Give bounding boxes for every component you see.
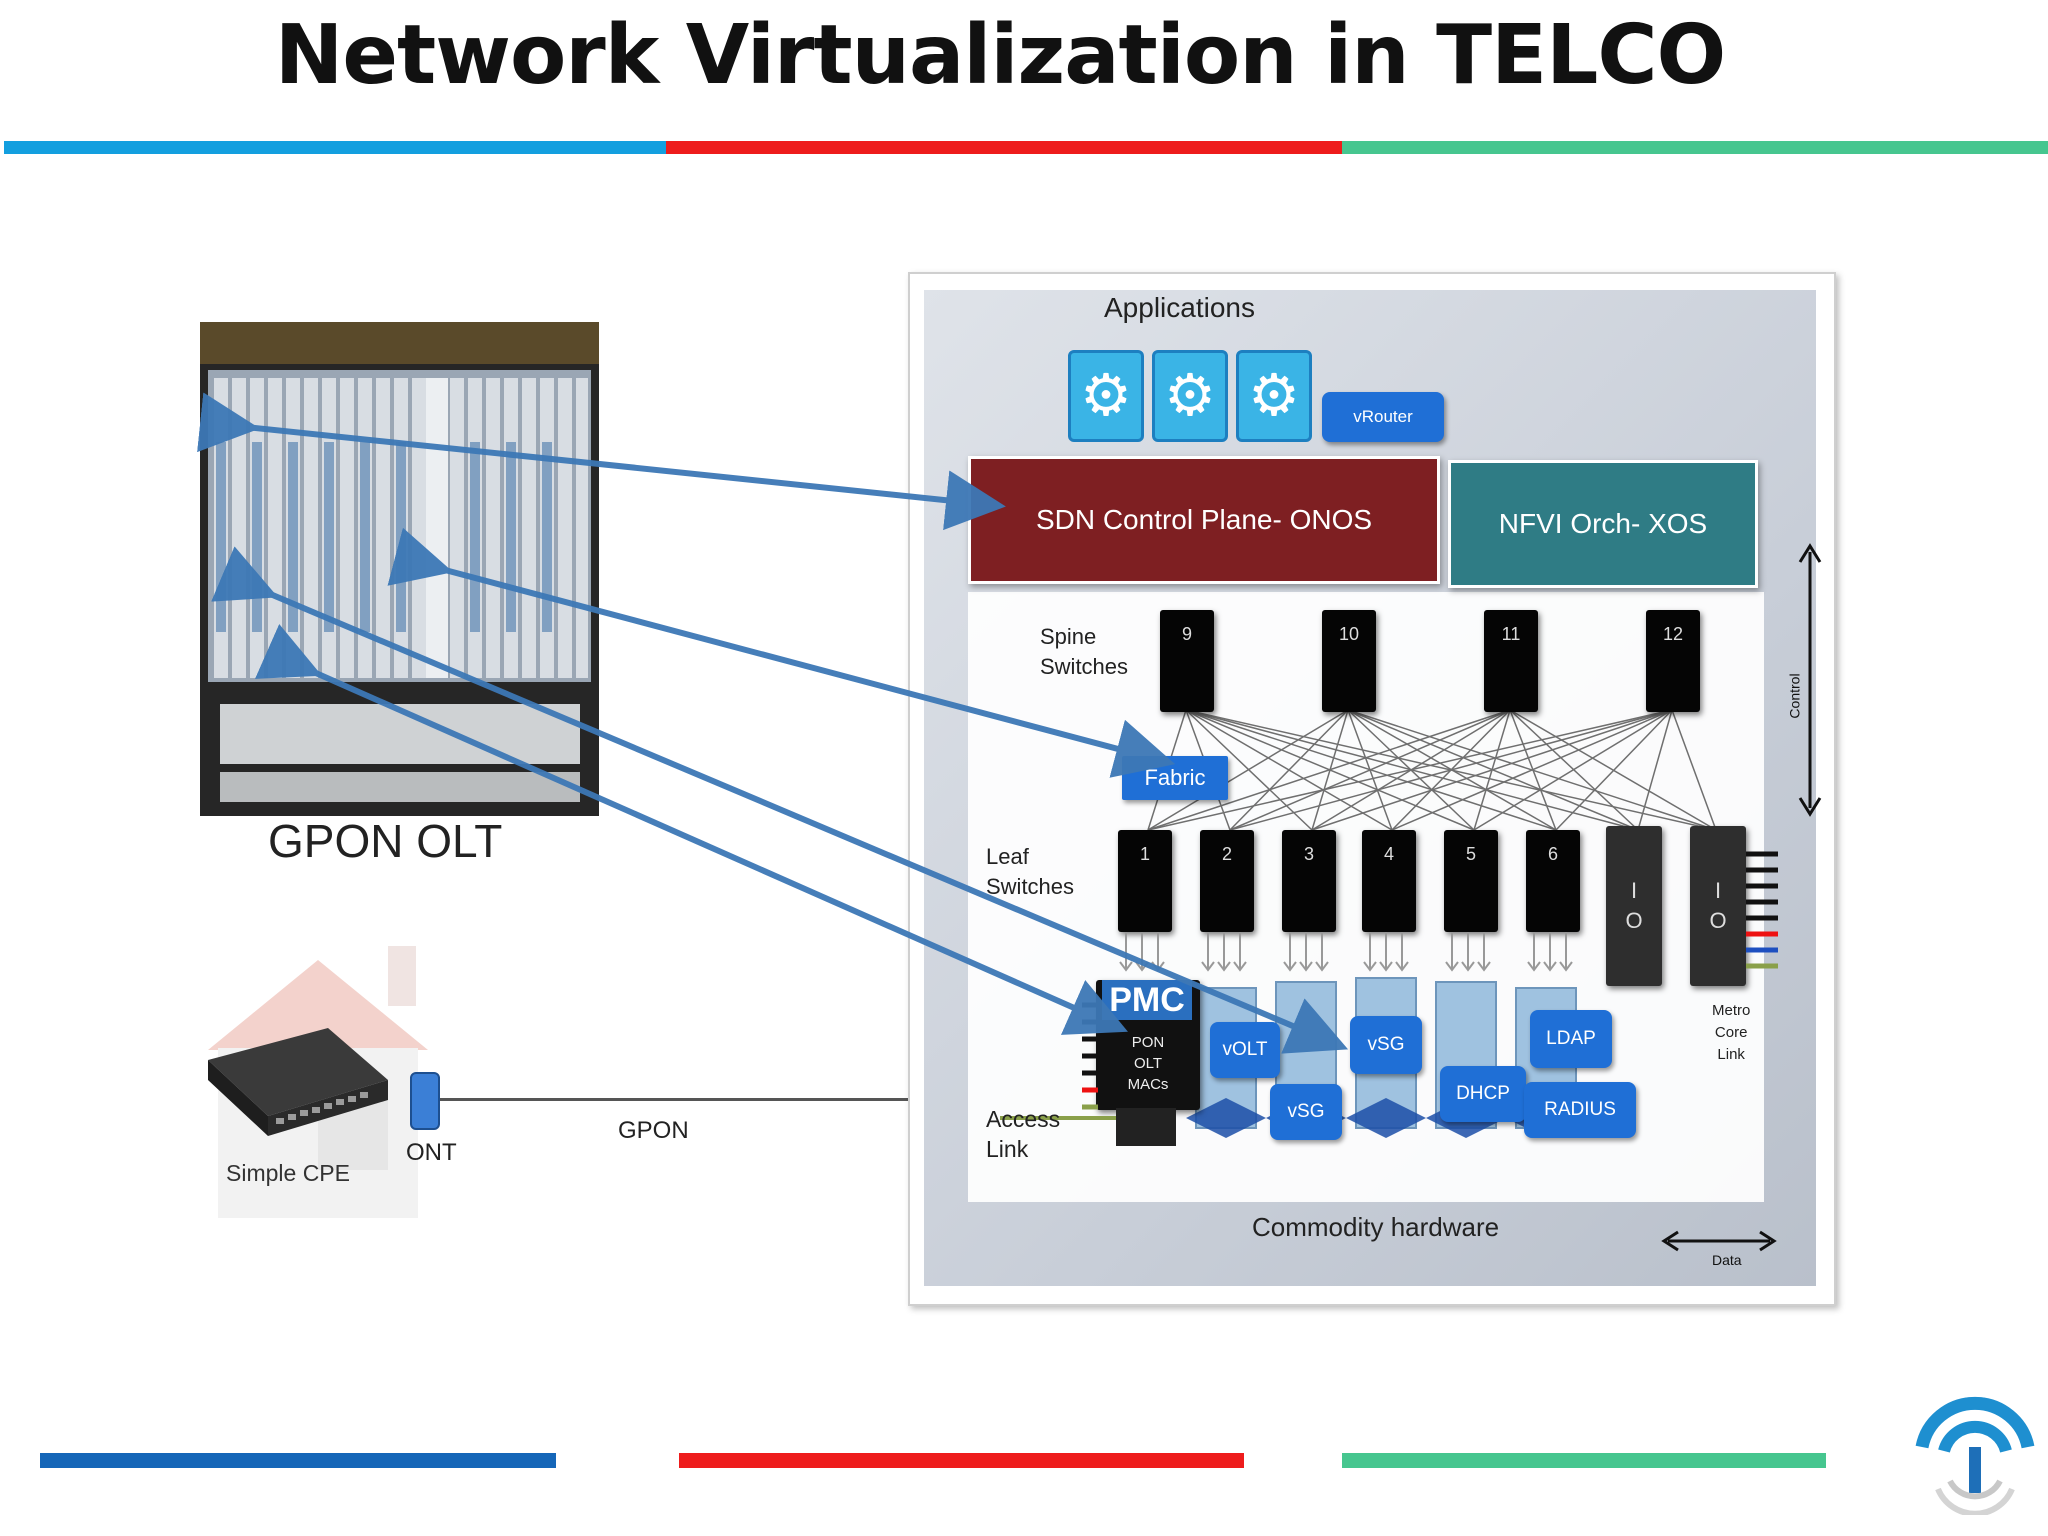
spine-switch[interactable]: 11 (1484, 610, 1538, 712)
slide-title: Network Virtualization in TELCO (274, 8, 1727, 103)
gpon-link-label: GPON (618, 1117, 689, 1144)
io-switch[interactable]: I O (1606, 826, 1662, 986)
vrouter-box[interactable]: vRouter (1322, 392, 1444, 442)
control-arrow-icon (1798, 543, 1822, 817)
pmc-base (1116, 1108, 1176, 1146)
ont-device (410, 1072, 440, 1130)
bottom-bar-red (679, 1453, 1244, 1468)
metro-core-cables (1746, 851, 1778, 969)
top-bar-green (1342, 141, 2048, 154)
logo-icon (1915, 1396, 2035, 1515)
vsg-service[interactable]: vSG (1270, 1084, 1342, 1140)
top-bar-red (666, 141, 1342, 154)
access-link-line (1000, 1116, 1116, 1120)
applications-label: Applications (1104, 292, 1255, 323)
commodity-hardware-label: Commodity hardware (1252, 1212, 1500, 1242)
leaf-switch[interactable]: 4 (1362, 830, 1416, 932)
vsg-service[interactable]: vSG (1350, 1016, 1422, 1074)
top-bar-blue (4, 141, 666, 154)
bottom-bar-blue (40, 1453, 556, 1468)
access-link-label: Access Link (986, 1106, 1061, 1162)
ldap-service[interactable]: LDAP (1530, 1010, 1612, 1068)
nfvi-orch-box[interactable]: NFVI Orch- XOS (1448, 460, 1758, 588)
gpon-link-line (440, 1098, 986, 1101)
ont-label: ONT (406, 1139, 457, 1166)
io-switch[interactable]: I O (1690, 826, 1746, 986)
data-arrow-icon (1661, 1230, 1777, 1252)
metro-core-link-label: Metro Core Link (1712, 1002, 1751, 1063)
simple-cpe-label: Simple CPE (226, 1160, 350, 1186)
bottom-bar-green (1342, 1453, 1826, 1468)
leaf-switch[interactable]: 5 (1444, 830, 1498, 932)
dhcp-service[interactable]: DHCP (1440, 1066, 1526, 1122)
radius-service[interactable]: RADIUS (1524, 1082, 1636, 1138)
app-gear-icon[interactable]: ⚙ (1152, 350, 1228, 442)
leaf-switch[interactable]: 6 (1526, 830, 1580, 932)
spine-switch[interactable]: 12 (1646, 610, 1700, 712)
app-gear-icon[interactable]: ⚙ (1236, 350, 1312, 442)
data-label: Data (1712, 1252, 1742, 1268)
app-gear-icon[interactable]: ⚙ (1068, 350, 1144, 442)
